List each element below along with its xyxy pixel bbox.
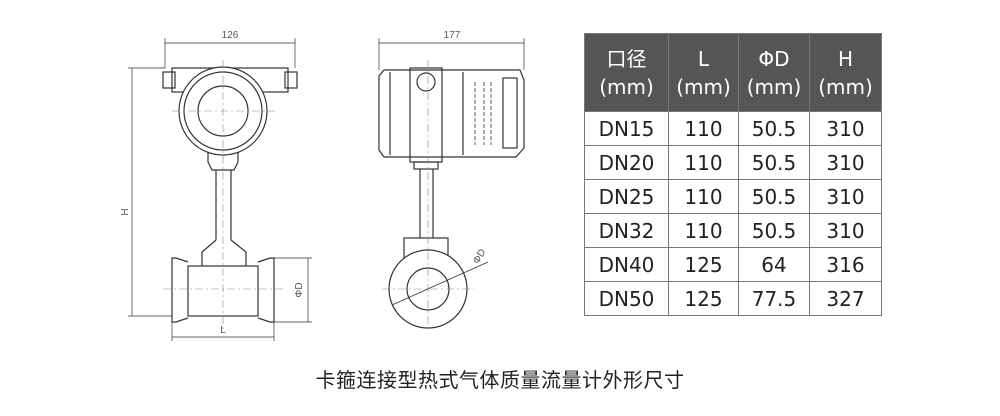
header-diameter: ΦD (mm): [738, 33, 810, 112]
side-view: [378, 38, 525, 332]
table-cell: 50.5: [738, 111, 810, 146]
header-name: ΦD: [758, 46, 790, 71]
table-cell: DN25: [584, 179, 669, 214]
front-diameter-label: ΦD: [294, 282, 305, 297]
figure-caption: 卡箍连接型热式气体质量流量计外形尺寸: [315, 368, 685, 392]
header-unit: (mm): [676, 74, 731, 99]
height-label: H: [120, 208, 131, 215]
header-length: L (mm): [668, 33, 739, 112]
table-cell: 310: [809, 111, 882, 146]
width-label-177: 177: [444, 30, 461, 41]
table-cell: 310: [809, 145, 882, 180]
table-cell: 110: [668, 111, 739, 146]
table-cell: 125: [668, 247, 739, 282]
table-cell: 64: [738, 247, 810, 282]
table-cell: 125: [668, 281, 739, 316]
header-unit: (mm): [746, 74, 802, 99]
header-name: H: [837, 46, 854, 71]
table-cell: 50.5: [738, 213, 810, 248]
table-cell: 327: [809, 281, 882, 316]
header-unit: (mm): [599, 74, 654, 99]
table-cell: 110: [668, 179, 739, 214]
table-cell: DN50: [584, 281, 669, 316]
table-cell: DN20: [584, 145, 669, 180]
table-cell: 77.5: [738, 281, 810, 316]
table-cell: DN40: [584, 247, 669, 282]
table-cell: 110: [668, 145, 739, 180]
header-caliber: 口径 (mm): [584, 33, 669, 112]
table-cell: 50.5: [738, 145, 810, 180]
front-view: [128, 38, 312, 341]
dimension-drawing: 126 177 H L ΦD ΦD: [120, 30, 525, 341]
table-header-row: 口径 (mm) L (mm) ΦD (mm) H (mm): [584, 33, 882, 112]
table-cell: DN15: [584, 111, 669, 146]
width-label-126: 126: [222, 30, 239, 41]
table-cell: DN32: [584, 213, 669, 248]
header-unit: (mm): [818, 74, 873, 99]
table-cell: 50.5: [738, 179, 810, 214]
table-cell: 310: [809, 179, 882, 214]
table-cell: 110: [668, 213, 739, 248]
length-label: L: [220, 325, 226, 336]
header-name: L: [697, 46, 710, 71]
table-cell: 310: [809, 213, 882, 248]
table-cell: 316: [809, 247, 882, 282]
header-height: H (mm): [809, 33, 882, 112]
header-name: 口径: [606, 46, 647, 71]
